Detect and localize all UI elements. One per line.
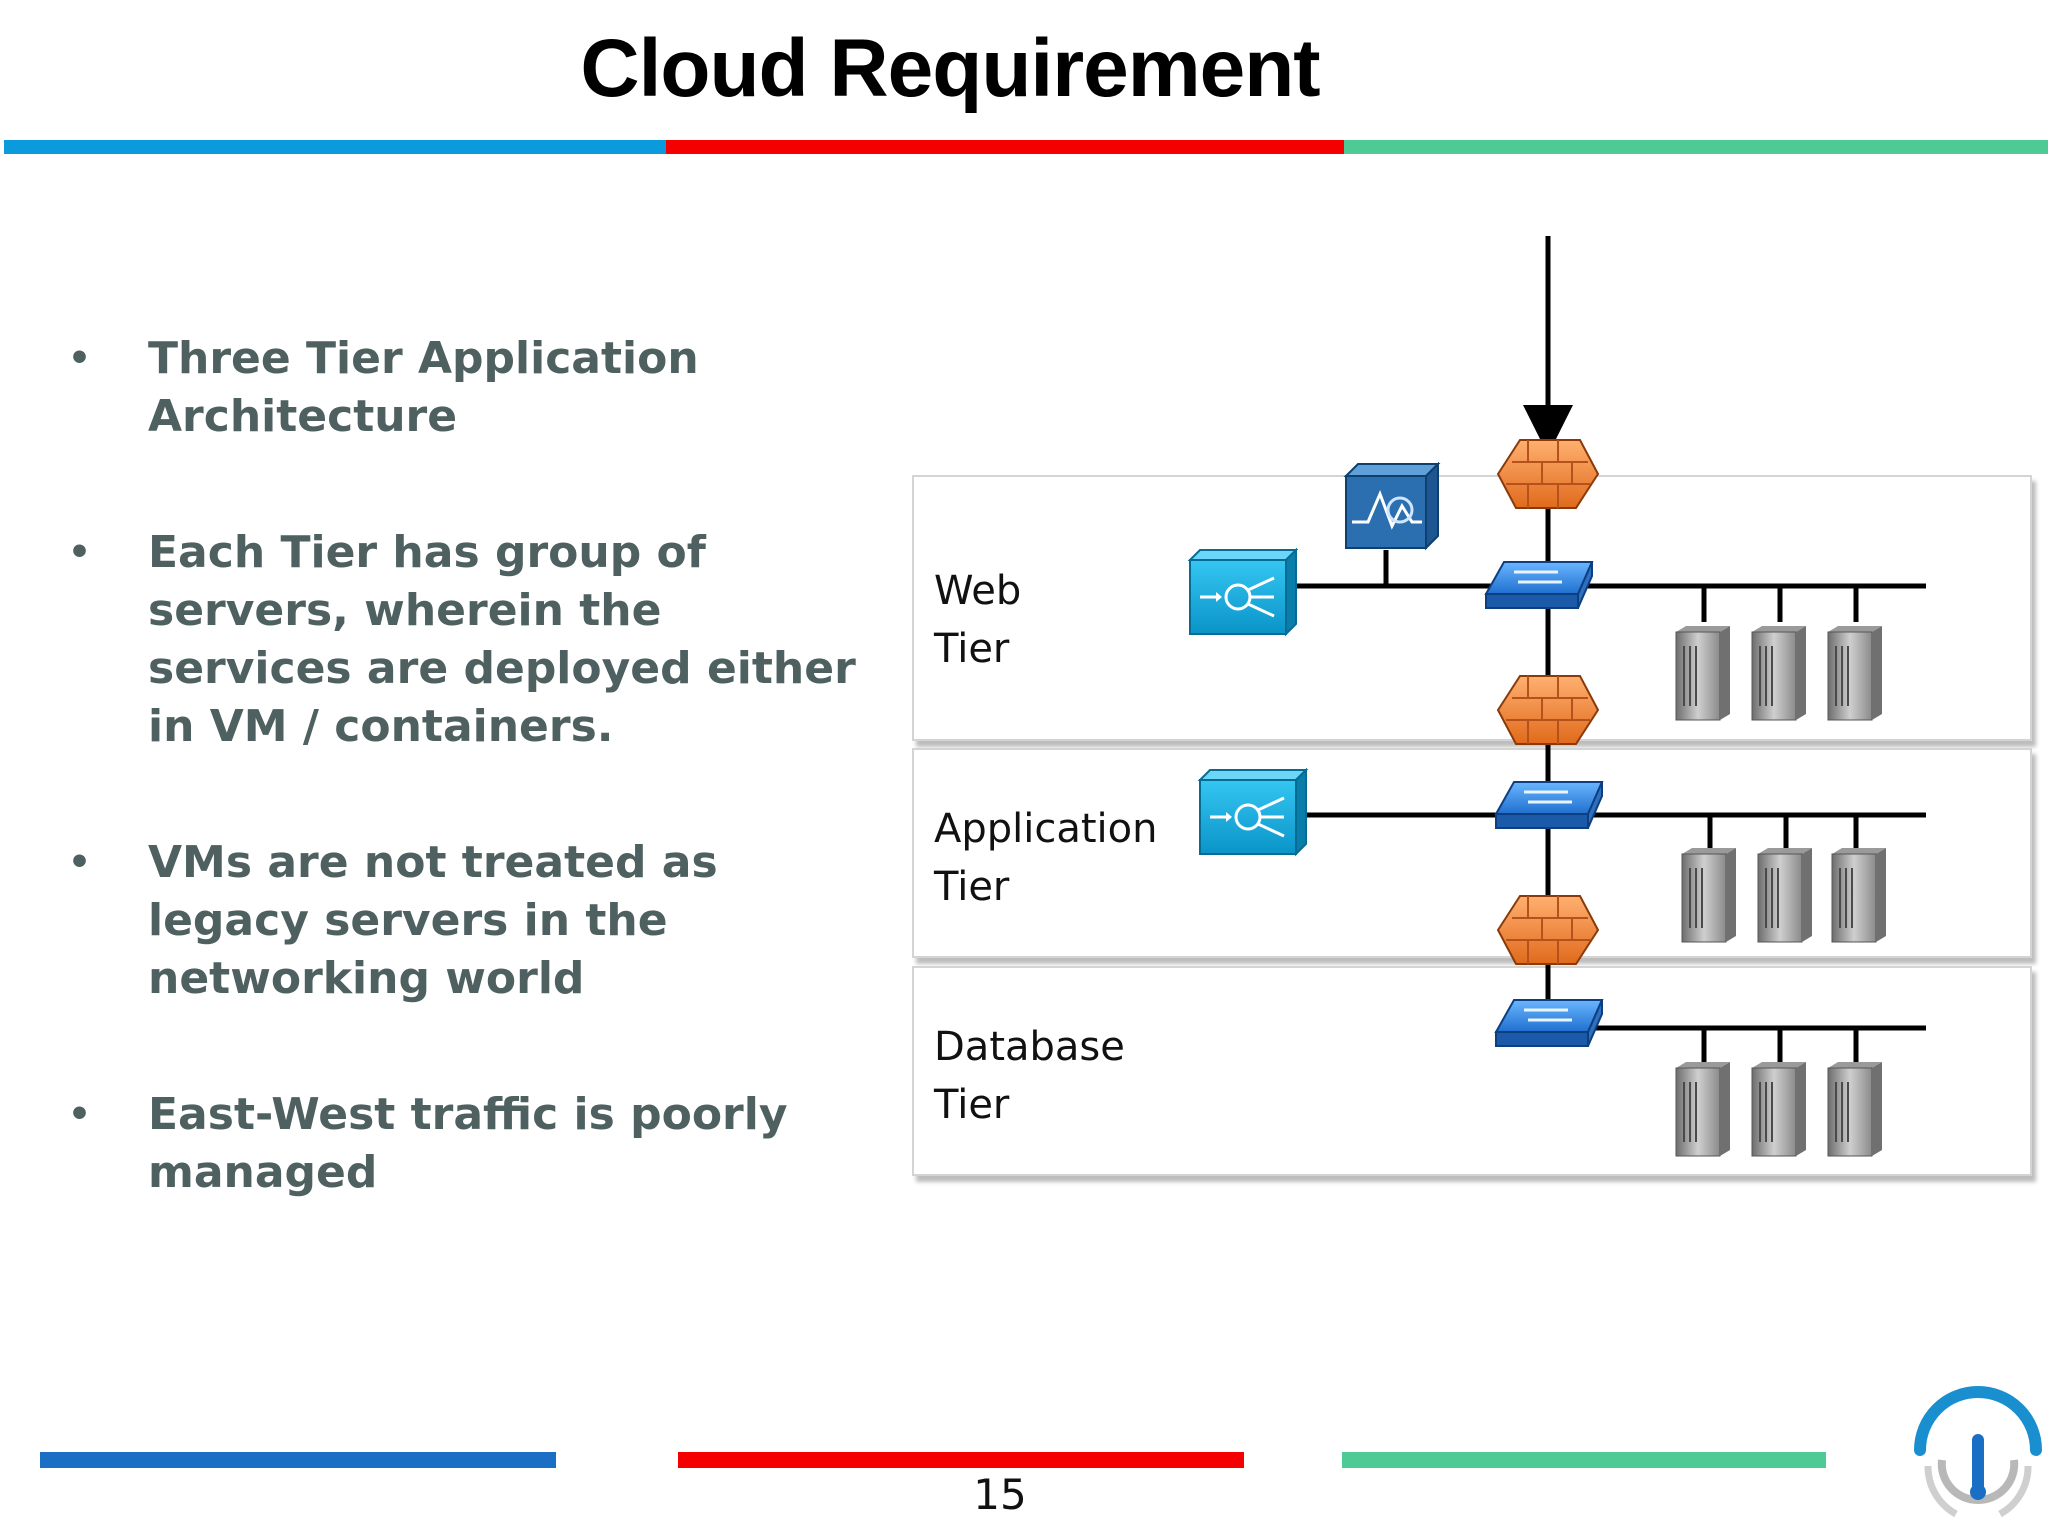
server-links	[1701, 586, 1859, 1062]
firewall-icon	[1496, 895, 1600, 965]
database-tier-label: Database Tier	[934, 1024, 1125, 1128]
slide-title: Cloud Requirement	[580, 23, 1320, 114]
bullet-item-server-groups: Each Tier has group of servers, wherein …	[60, 524, 860, 756]
firewall-icon	[1496, 675, 1600, 745]
top-rule-green	[1344, 140, 2048, 154]
server-icon	[1831, 848, 1886, 943]
server-icon	[1827, 1062, 1882, 1157]
server-icon	[1675, 1062, 1730, 1157]
load-balancer-icon	[1187, 547, 1299, 637]
web-tier-label: Web Tier	[934, 568, 1022, 672]
bullet-item-architecture: Three Tier Application Architecture	[60, 330, 860, 446]
footer-bar-green	[1342, 1452, 1826, 1468]
footer-bar-blue	[40, 1452, 556, 1468]
switch-icon	[1494, 999, 1604, 1047]
server-icon	[1681, 848, 1736, 943]
firewall-icon	[1496, 439, 1600, 509]
load-balancer-icon	[1197, 767, 1309, 857]
monitor-icon	[1343, 461, 1441, 551]
bullet-list: Three Tier Application Architecture Each…	[60, 330, 860, 1280]
network-signal-logo-icon	[1914, 1386, 2042, 1518]
server-icon	[1675, 626, 1730, 721]
application-tier-label: Application Tier	[934, 806, 1158, 910]
server-icon	[1757, 848, 1812, 943]
footer-bar-red	[678, 1452, 1244, 1468]
page-number: 15	[973, 1470, 1027, 1519]
bullet-item-vm-treatment: VMs are not treated as legacy servers in…	[60, 834, 860, 1008]
top-rule-blue	[4, 140, 666, 154]
server-icon	[1827, 626, 1882, 721]
server-icon	[1751, 626, 1806, 721]
switch-icon	[1494, 781, 1604, 829]
server-icon	[1751, 1062, 1806, 1157]
top-rule-red	[666, 140, 1344, 154]
bullet-item-east-west: East-West traffic is poorly managed	[60, 1086, 860, 1202]
switch-icon	[1484, 561, 1594, 609]
